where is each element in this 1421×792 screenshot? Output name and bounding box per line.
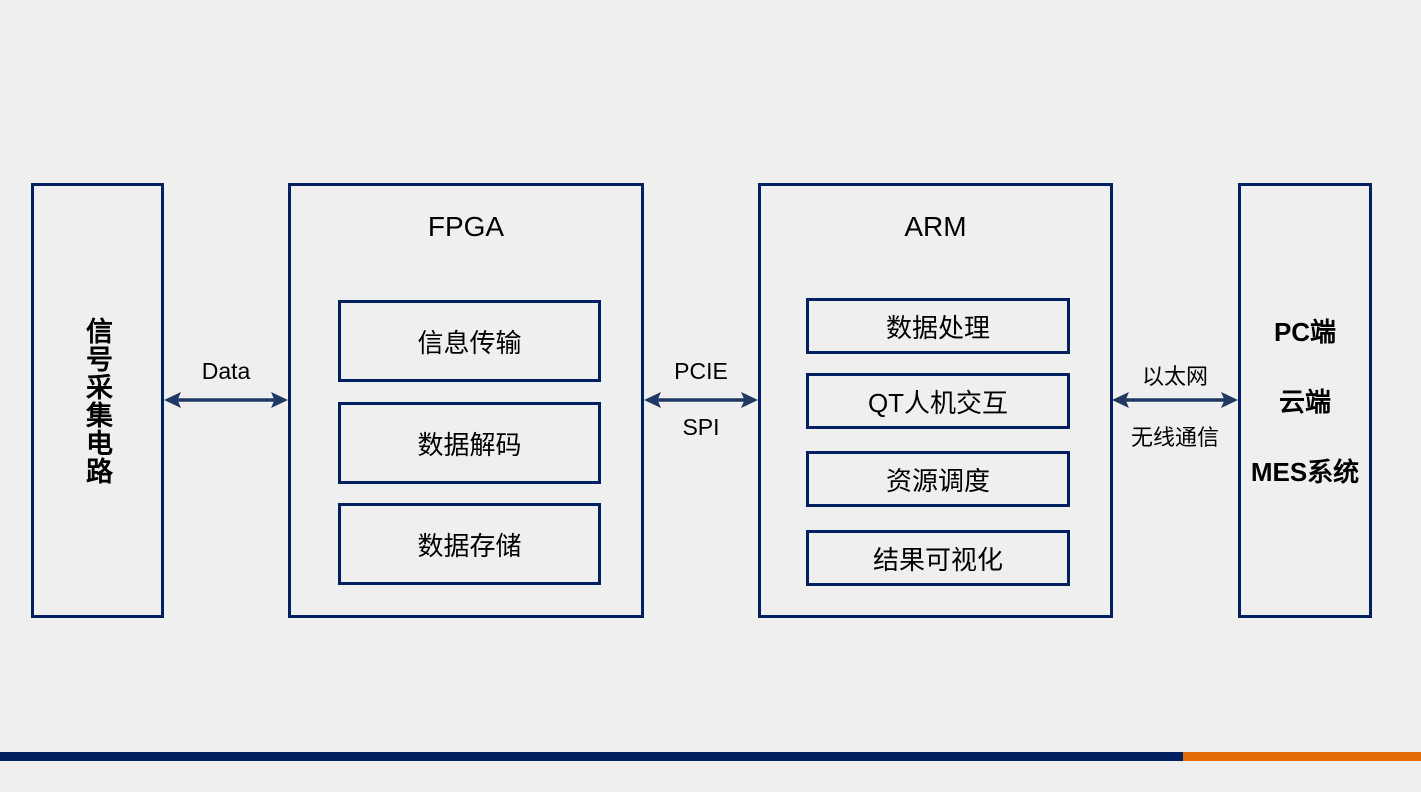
pc-cloud-mes-block: PC端 云端 MES系统 — [1238, 183, 1372, 618]
fpga-item-data-decode: 数据解码 — [338, 402, 601, 484]
arm-item-qt-hmi: QT人机交互 — [806, 373, 1070, 429]
bottom-bar-orange — [1183, 752, 1421, 761]
double-arrow-icon — [164, 392, 288, 408]
fpga-item-info-transfer: 信息传输 — [338, 300, 601, 382]
fpga-block: FPGA 信息传输 数据解码 数据存储 — [288, 183, 644, 618]
mes-label: MES系统 — [1250, 457, 1360, 487]
arm-item-resource-scheduling: 资源调度 — [806, 451, 1070, 507]
data-connection-label: Data — [201, 358, 251, 384]
cloud-label: 云端 — [1278, 387, 1331, 417]
double-arrow-icon — [644, 392, 758, 408]
signal-acquisition-block: 信号采集电路 — [31, 183, 164, 618]
arm-block: ARM 数据处理 QT人机交互 资源调度 结果可视化 — [758, 183, 1113, 618]
signal-acquisition-label: 信号采集电路 — [82, 316, 112, 485]
ethernet-connection-label: 以太网 — [1141, 364, 1208, 389]
double-arrow-icon — [1112, 392, 1238, 408]
wireless-connection-label: 无线通信 — [1130, 425, 1219, 450]
fpga-title: FPGA — [427, 211, 505, 242]
arm-title: ARM — [904, 211, 967, 242]
arm-item-result-visualization: 结果可视化 — [806, 530, 1070, 586]
spi-connection-label: SPI — [682, 414, 720, 440]
pc-label: PC端 — [1273, 317, 1337, 347]
bottom-bar-navy — [0, 752, 1183, 761]
fpga-item-data-storage: 数据存储 — [338, 503, 601, 585]
arm-item-data-processing: 数据处理 — [806, 298, 1070, 354]
pcie-connection-label: PCIE — [674, 358, 728, 384]
